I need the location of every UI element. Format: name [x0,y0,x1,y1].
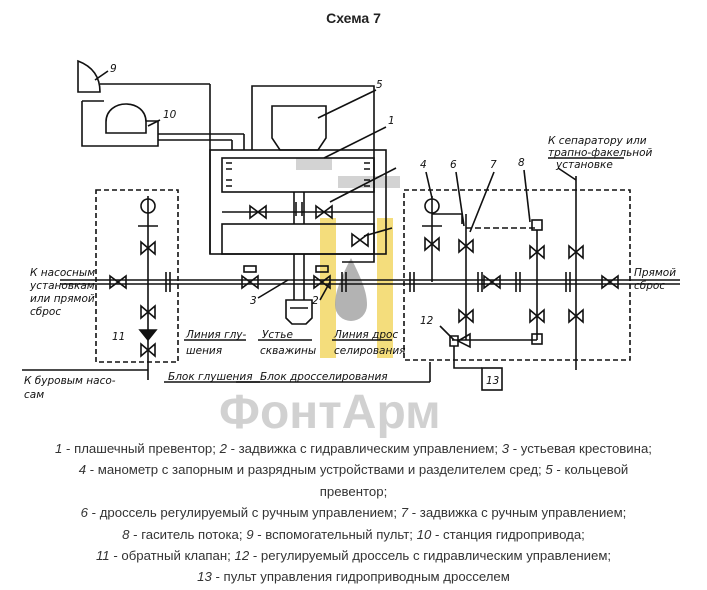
legend-number: 3 [501,441,510,456]
legend-line: 4 - манометр с запорным и разрядным устр… [0,459,707,480]
label-pump-1: К насосным [30,267,95,279]
scheme-diagram: ФонтАрм [22,59,680,438]
legend-number: 1 [55,441,63,456]
label-direct-2: сброс [634,280,665,292]
legend-text: - манометр с запорным и разрядным устрой… [86,462,546,478]
label-direct-1: Прямой [634,267,676,279]
legend-line: 13 - пульт управления гидроприводным дро… [0,566,707,587]
scheme-title: Схема 7 [326,10,381,26]
legend-line: 6 - дроссель регулируемый с ручным управ… [0,502,707,523]
watermark-text: ФонтАрм [219,386,441,438]
legend-text: - регулируемый дроссель с гидравлическим… [249,548,612,564]
label-choke-line-1: Линия дрос [333,329,398,341]
legend-text: - обратный клапан; [109,548,235,564]
label-wellhead-2: скважины [260,345,316,357]
legend-text: - пульт управления гидроприводным дроссе… [211,569,510,585]
num-5: 5 [376,79,383,91]
label-drill-1: К буровым насо- [24,375,116,387]
num-3: 3 [250,295,257,307]
legend-text: - вспомогательный пульт; [253,526,417,542]
num-13: 13 [486,375,499,387]
label-choke-line-2: селирования [334,345,406,357]
label-kill-line-1: Линия глу- [185,329,247,341]
legend-text: - гаситель потока; [129,526,247,542]
legend-number: 11 [95,548,110,564]
num-6: 6 [450,159,457,171]
num-1: 1 [388,115,395,127]
legend-text: - плашечный превентор; [62,441,220,456]
legend-number: 9 [246,526,254,542]
legend-text: - кольцевой [552,462,629,478]
num-10: 10 [163,109,177,121]
legend-text: - устьевая крестовина; [509,441,652,456]
label-choke-block: Блок дросселирования [260,371,388,383]
num-7: 7 [490,159,497,171]
legend: 1 - плашечный превентор; 2 - задвижка с … [0,438,707,588]
num-12: 12 [420,315,434,327]
num-9: 9 [110,63,117,75]
label-kill-line-2: шения [186,345,222,357]
label-pump-2: установкам [29,280,95,292]
legend-number: 4 [78,462,87,478]
label-wellhead-1: Устье [262,329,293,341]
legend-text: - задвижка с гидравлическим управлением; [226,441,502,456]
legend-number: 10 [416,526,432,542]
num-11: 11 [112,331,125,343]
legend-number: 8 [122,526,130,542]
label-drill-2: сам [24,389,44,401]
num-8: 8 [518,157,525,169]
watermark: ФонтАрм [219,158,441,438]
num-4: 4 [420,159,427,171]
legend-number: 13 [197,569,212,585]
label-kill-block: Блок глушения [168,371,253,383]
label-separator-3: установке [555,159,613,171]
legend-text: - задвижка с ручным управлением; [408,505,627,521]
label-pump-4: сброс [30,306,61,318]
legend-line: 1 - плашечный превентор; 2 - задвижка с … [0,438,707,459]
legend-number: 5 [545,462,553,478]
label-pump-3: или прямой [30,293,95,305]
legend-number: 7 [400,505,409,521]
legend-number: 6 [80,505,88,521]
legend-line: превентор; [0,481,707,502]
legend-text: превентор; [319,483,388,499]
legend-number: 12 [234,548,250,564]
legend-text: - станция гидропривода; [431,526,585,542]
legend-text: - дроссель регулируемый с ручным управле… [88,505,401,521]
label-separator-1: К сепаратору или [548,135,647,147]
legend-line: 11 - обратный клапан; 12 - регулируемый … [0,545,707,566]
legend-number: 2 [219,441,227,456]
label-separator-2: трапно-факельной [548,147,653,159]
legend-line: 8 - гаситель потока; 9 - вспомогательный… [0,524,707,545]
num-2: 2 [312,295,319,307]
